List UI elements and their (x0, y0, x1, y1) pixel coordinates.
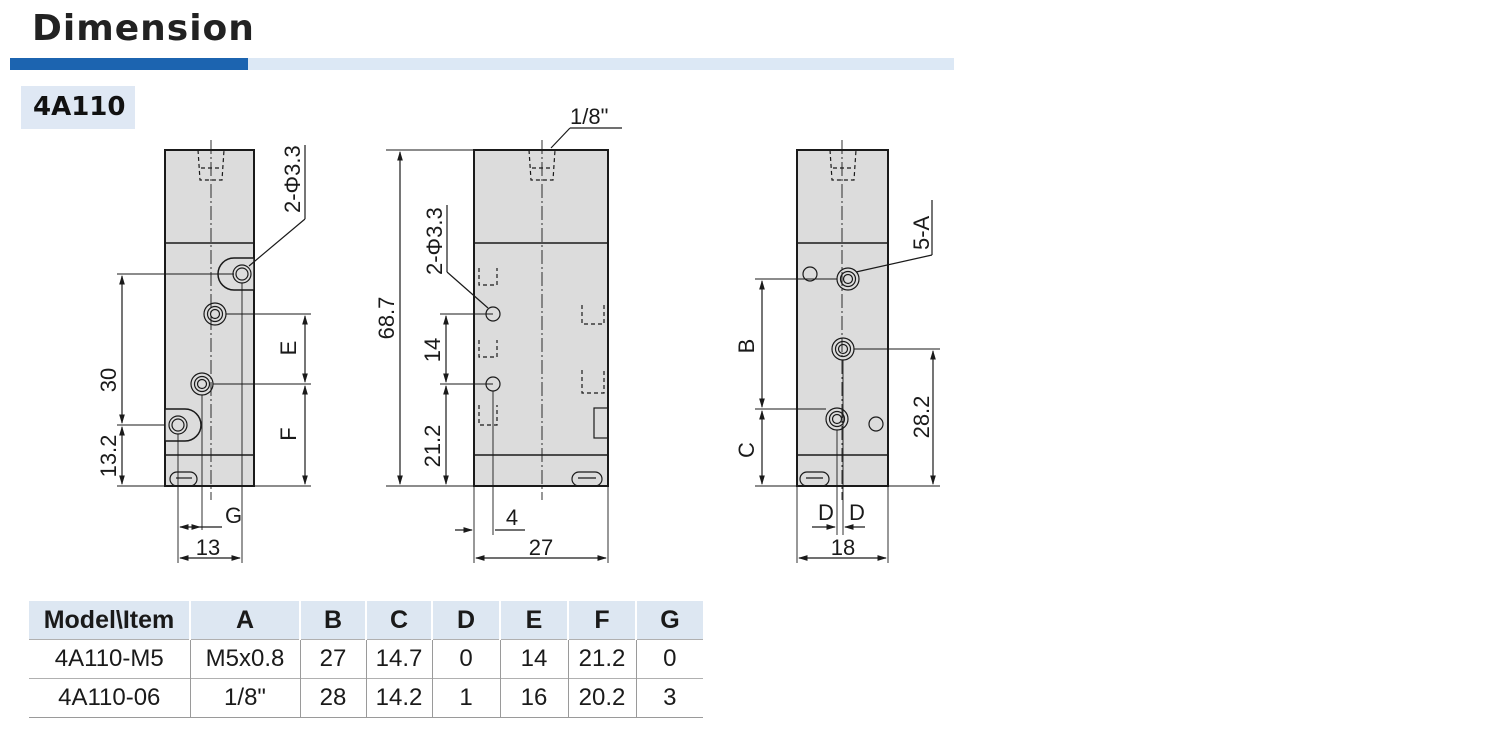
dim-C-label: C (734, 442, 759, 458)
left-view (117, 140, 311, 563)
model-badge-label: 4A110 (33, 92, 126, 122)
cell-F: 20.2 (567, 678, 636, 718)
cell-B: 28 (299, 678, 366, 718)
table-row: 4A110-M5 M5x0.8 27 14.7 0 14 21.2 0 (29, 639, 703, 679)
dim-18-label: 18 (831, 535, 855, 560)
header-F: F (567, 601, 636, 640)
cell-F: 21.2 (567, 639, 636, 679)
dim-21-2-label: 21.2 (420, 425, 445, 468)
cell-D: 0 (431, 639, 500, 679)
dim-F-label: F (276, 427, 301, 440)
middle-view-body (473, 149, 609, 487)
model-badge: 4A110 (21, 86, 135, 129)
dim-D-right-label: D (849, 500, 865, 525)
cell-G: 3 (635, 678, 703, 718)
dim-14-label: 14 (420, 338, 445, 362)
title-underline (248, 58, 954, 70)
header-C: C (365, 601, 432, 640)
dim-27-label: 27 (529, 535, 553, 560)
page-title: Dimension (32, 8, 255, 49)
cell-G: 0 (635, 639, 703, 679)
dim-4-label: 4 (506, 505, 518, 530)
cell-model: 4A110-06 (29, 678, 190, 718)
dim-13-2-label: 13.2 (96, 435, 121, 478)
dim-E-label: E (276, 341, 301, 356)
cell-E: 16 (499, 678, 568, 718)
dimension-table: Model\Item A B C D E F G 4A110-M5 M5x0.8… (29, 601, 703, 718)
cell-C: 14.2 (365, 678, 432, 718)
dim-G-label: G (225, 503, 242, 528)
middle-hole-label: 2-Φ3.3 (422, 207, 447, 275)
header-G: G (635, 601, 703, 640)
dim-28-2-label: 28.2 (909, 396, 934, 439)
header-D: D (431, 601, 500, 640)
middle-port-label: 1/8" (570, 104, 608, 129)
title-underline-accent (10, 58, 248, 70)
header-B: B (299, 601, 366, 640)
cell-C: 14.7 (365, 639, 432, 679)
dim-30-label: 30 (96, 368, 121, 392)
right-port-label: 5-A (909, 215, 934, 250)
dimension-drawing: 2-Φ3.3 30 13.2 E F G 13 (96, 104, 940, 563)
cell-E: 14 (499, 639, 568, 679)
cell-model: 4A110-M5 (29, 639, 190, 679)
header-E: E (499, 601, 568, 640)
cell-D: 1 (431, 678, 500, 718)
dim-13-label: 13 (196, 535, 220, 560)
table-row: 4A110-06 1/8" 28 14.2 1 16 20.2 3 (29, 678, 703, 718)
dim-D-left-label: D (818, 500, 834, 525)
cell-A: 1/8" (189, 678, 300, 718)
dim-68-7-label: 68.7 (374, 297, 399, 340)
header-A: A (189, 601, 300, 640)
cell-A: M5x0.8 (189, 639, 300, 679)
middle-view (386, 127, 622, 563)
right-view-body (796, 149, 889, 487)
cell-B: 27 (299, 639, 366, 679)
table-header-row: Model\Item A B C D E F G (29, 601, 703, 640)
dim-B-label: B (734, 339, 759, 354)
right-view (755, 140, 940, 563)
left-hole-label: 2-Φ3.3 (280, 145, 305, 213)
header-model-item: Model\Item (29, 601, 190, 640)
